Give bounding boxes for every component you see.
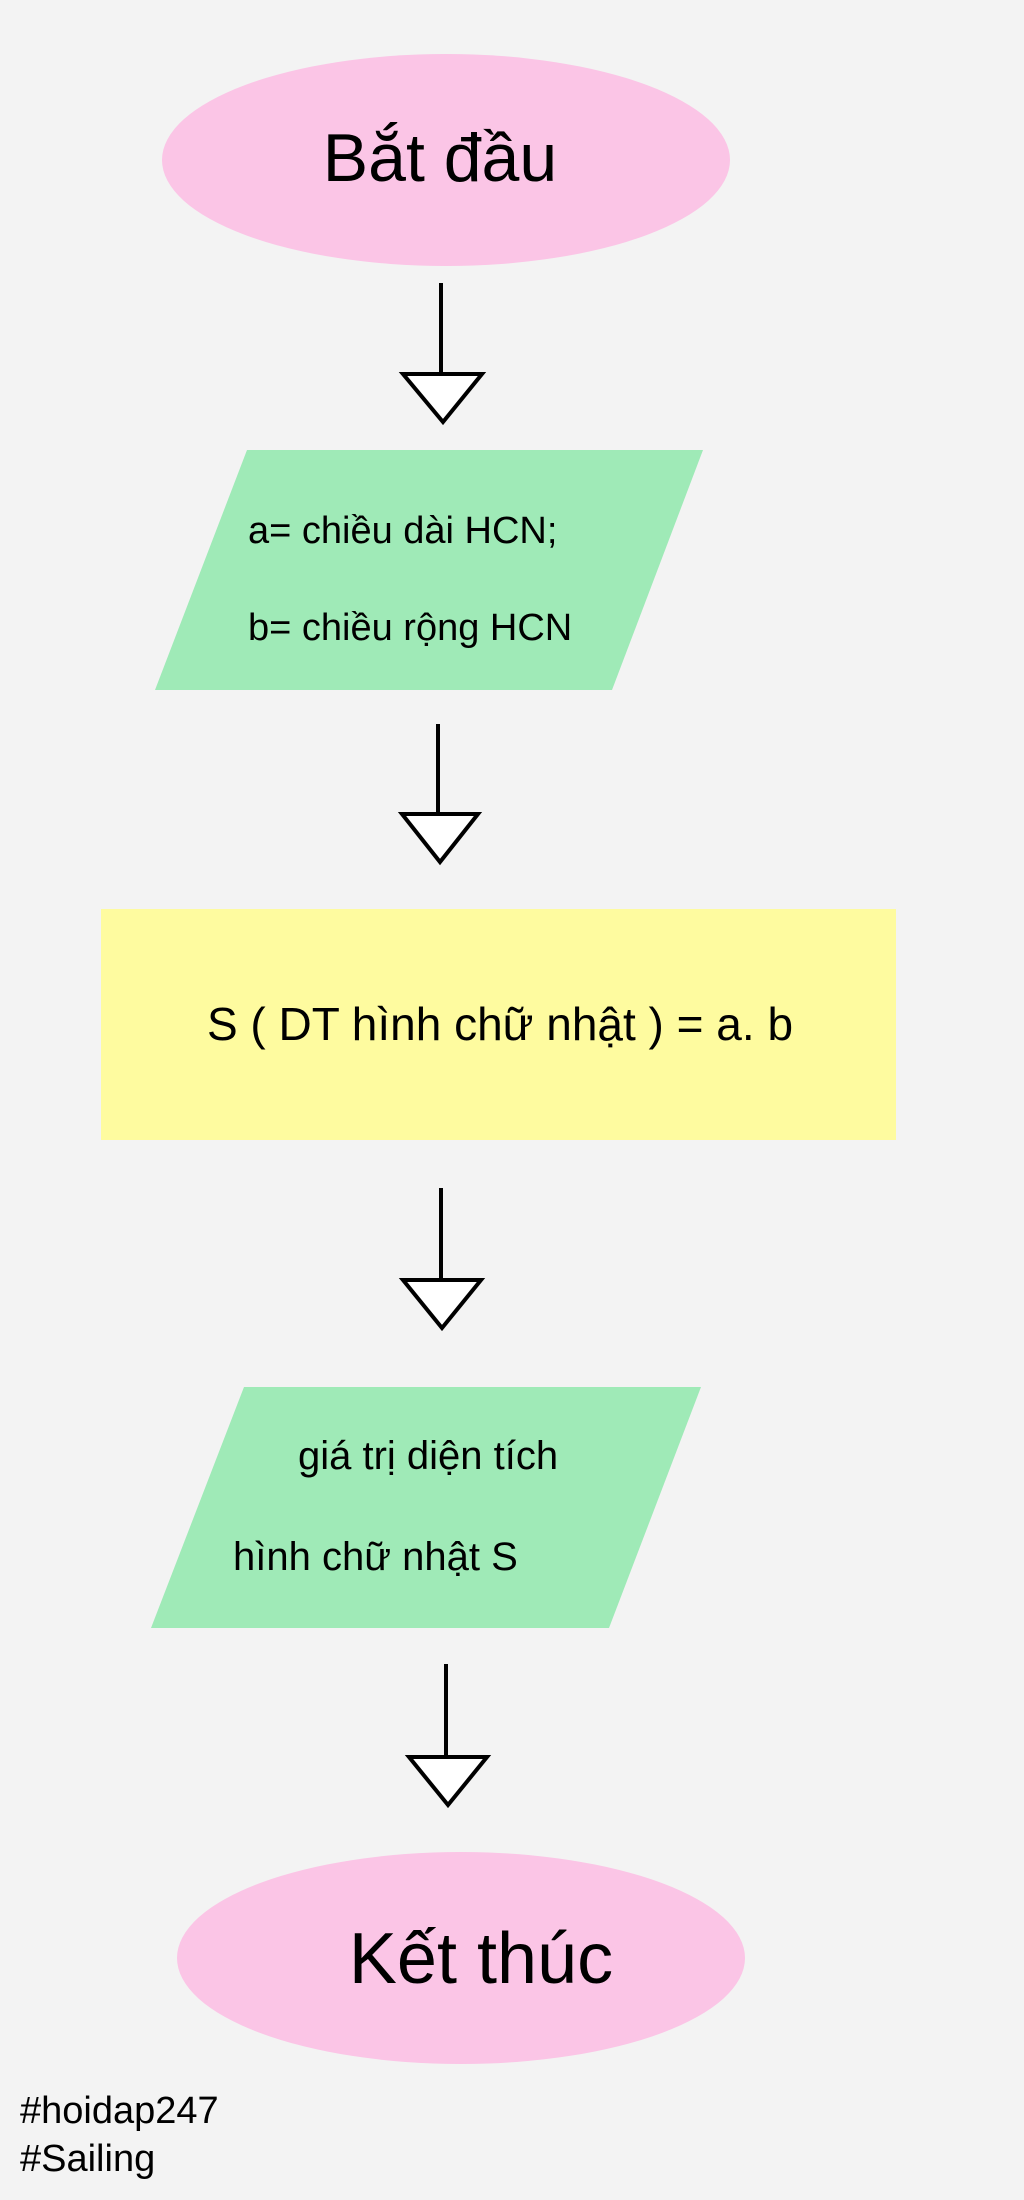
start-label: Bắt đầu [323, 120, 557, 196]
arrow-head [397, 812, 483, 866]
input-parallelogram [155, 450, 703, 690]
arrow-output-to-end [404, 1664, 492, 1809]
end-ellipse [177, 1852, 745, 2064]
start-node: Bắt đầu [162, 54, 730, 266]
output-line-1: giá trị diện tích [298, 1434, 558, 1478]
input-line-2: b= chiều rộng HCN [248, 607, 572, 649]
hashtag-sailing: #Sailing [20, 2138, 156, 2180]
input-line-1: a= chiều dài HCN; [248, 510, 557, 552]
output-line-2: hình chữ nhật S [233, 1535, 518, 1579]
arrow-head [404, 1755, 492, 1809]
process-node: S ( DT hình chữ nhật ) = a. b [101, 909, 896, 1140]
arrow-start-to-input [398, 283, 487, 426]
input-node: a= chiều dài HCN; b= chiều rộng HCN [155, 450, 703, 690]
output-node: giá trị diện tích hình chữ nhật S [151, 1387, 701, 1628]
arrow-head [398, 372, 487, 426]
end-label: Kết thúc [349, 1919, 613, 1999]
arrow-input-to-process [397, 724, 483, 866]
start-ellipse [162, 54, 730, 266]
arrow-head [398, 1278, 486, 1332]
process-label: S ( DT hình chữ nhật ) = a. b [207, 998, 793, 1050]
end-node: Kết thúc [177, 1852, 745, 2064]
process-rect [101, 909, 896, 1140]
output-parallelogram [151, 1387, 701, 1628]
hashtags: #hoidap247 #Sailing [20, 2087, 420, 2183]
arrow-process-to-output [398, 1188, 486, 1332]
hashtag-hoidap247: #hoidap247 [20, 2090, 219, 2132]
